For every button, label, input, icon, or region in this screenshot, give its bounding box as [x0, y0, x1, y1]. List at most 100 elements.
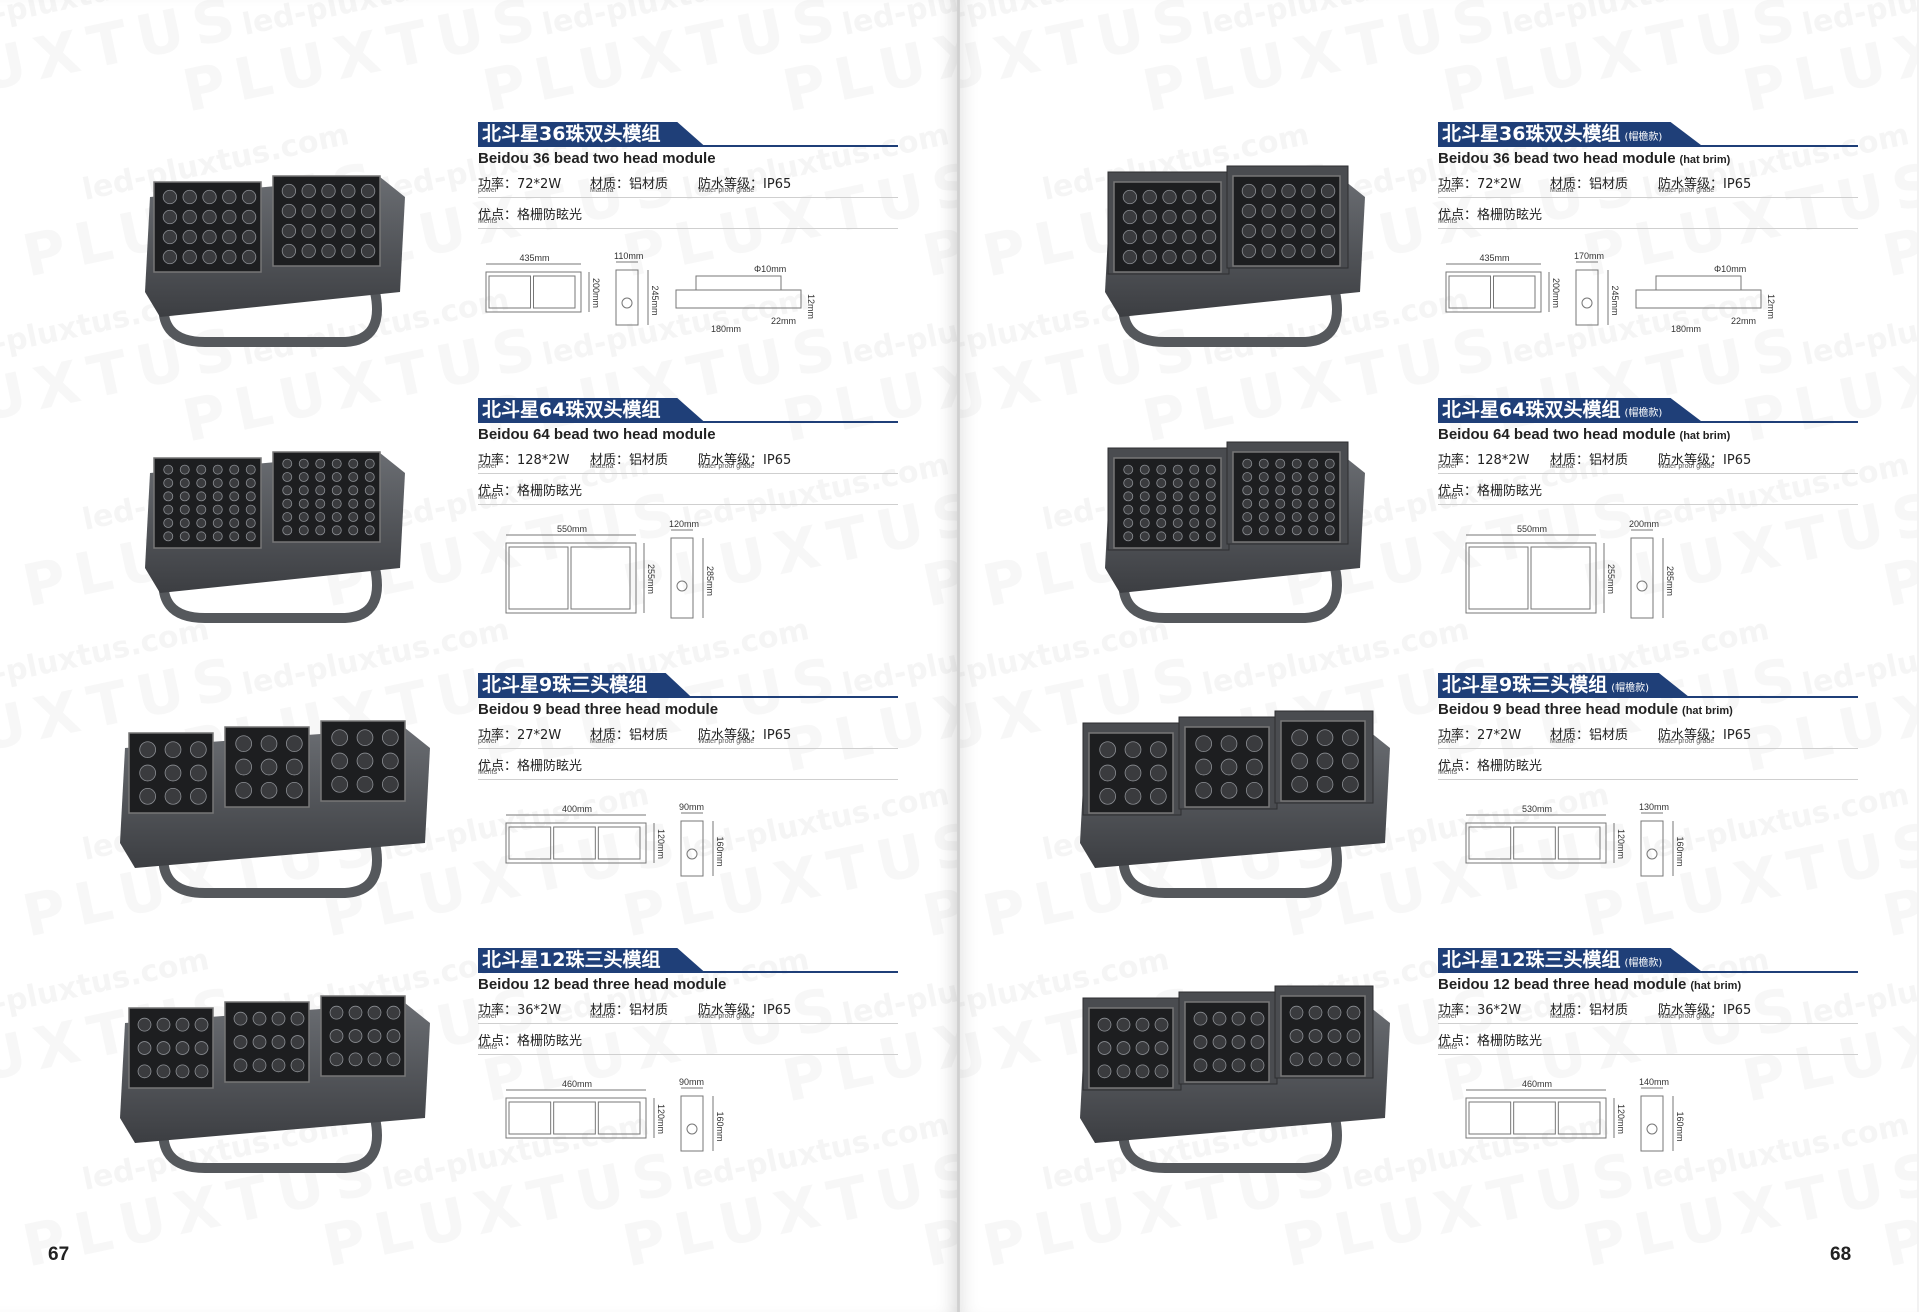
- led-bead: [348, 1029, 363, 1043]
- bracket-width-label: 180mm: [1671, 324, 1701, 334]
- front-view-head: [553, 826, 596, 860]
- led-bead: [1327, 1005, 1342, 1020]
- led-bead: [1291, 472, 1302, 482]
- led-bead: [1193, 1011, 1208, 1026]
- product-photo-illustration: [1080, 710, 1390, 898]
- width-dimension-label: 400mm: [562, 804, 592, 814]
- led-bead: [367, 1029, 382, 1043]
- material-label: 材质：: [590, 728, 630, 743]
- title-bar: 北斗星9珠三头模组: [478, 673, 898, 698]
- led-bead: [348, 472, 359, 482]
- material-spec: 材质：铝材质: [1550, 999, 1628, 1018]
- led-bead: [1346, 1029, 1361, 1043]
- led-bead: [1139, 518, 1150, 528]
- spec-panel: 北斗星64珠双头模组(帽檐款)Beidou 64 bead two head m…: [1438, 398, 1858, 619]
- led-bead: [1301, 243, 1316, 259]
- side-view-pivot: [1646, 848, 1658, 860]
- waterproof-value: IP65: [1723, 177, 1752, 192]
- height-dimension-label: 200mm: [591, 278, 601, 308]
- led-bead: [179, 518, 190, 528]
- width-dimension-label: 550mm: [557, 524, 587, 534]
- led-bead: [1150, 741, 1167, 759]
- led-bead: [179, 504, 190, 515]
- led-bead: [1289, 1029, 1304, 1043]
- led-bead: [281, 183, 297, 199]
- power-label: 功率：: [1438, 177, 1478, 192]
- led-bead: [331, 512, 342, 522]
- led-bead: [196, 531, 207, 542]
- led-bead: [321, 183, 336, 199]
- led-bead: [315, 485, 326, 496]
- led-bead: [364, 512, 375, 522]
- led-bead: [235, 735, 253, 753]
- led-bead: [282, 485, 293, 496]
- title-bar: 北斗星36珠双头模组(帽檐款): [1438, 122, 1858, 147]
- led-bead: [382, 776, 399, 793]
- spec-panel: 北斗星36珠双头模组(帽檐款)Beidou 36 bead two head m…: [1438, 122, 1858, 334]
- led-bead: [341, 223, 356, 239]
- title-underline: [478, 421, 898, 423]
- led-bead: [162, 249, 178, 265]
- led-bead: [282, 512, 293, 522]
- product-title-zh-text: 北斗星12珠三头模组: [1442, 949, 1621, 971]
- led-bead: [1308, 1052, 1323, 1067]
- merits-value: 格栅防眩光: [517, 1034, 583, 1049]
- led-bead: [1099, 764, 1117, 782]
- led-bead: [1291, 485, 1302, 496]
- led-bead: [245, 464, 256, 475]
- product-photo: [1055, 968, 1395, 1178]
- material-spec: 材质：铝材质: [1550, 724, 1628, 743]
- waterproof-label-en: Water proof grade: [1658, 463, 1715, 470]
- led-bead: [1156, 478, 1167, 488]
- led-bead: [1320, 183, 1336, 199]
- waterproof-label-en: Water proof grade: [1658, 187, 1715, 194]
- led-bead: [281, 243, 297, 259]
- led-bead: [162, 189, 178, 205]
- merits-value: 格栅防眩光: [1477, 1034, 1543, 1049]
- product-title-en-text: Beidou 9 bead three head module: [1438, 701, 1679, 718]
- height-dimension-label: 255mm: [646, 564, 656, 594]
- merits-label-en: Merits: [1438, 769, 1458, 776]
- product-title-en: Beidou 64 bead two head module: [478, 426, 898, 443]
- power-value: 72*2W: [517, 177, 562, 192]
- led-bead: [1327, 1029, 1342, 1043]
- watermark-url: led-pluxtus.com: [0, 0, 212, 43]
- product-photo-illustration: [145, 451, 405, 623]
- front-view-head: [570, 546, 631, 610]
- led-bead: [1122, 229, 1138, 245]
- led-bead: [139, 741, 157, 759]
- total-height-dimension-label: 285mm: [705, 566, 715, 596]
- led-bead: [1150, 788, 1167, 805]
- led-bead: [1220, 758, 1238, 776]
- led-bead: [364, 525, 375, 536]
- led-bead: [1250, 1035, 1265, 1049]
- led-bead: [1156, 518, 1167, 528]
- led-bead: [241, 229, 257, 245]
- material-label-en: Materia: [590, 463, 614, 470]
- led-bead: [360, 223, 376, 239]
- led-bead: [1212, 1058, 1227, 1073]
- led-bead: [1139, 491, 1150, 502]
- hat-brim-tag-zh: (帽檐款): [1624, 408, 1663, 419]
- led-bead: [1291, 776, 1309, 793]
- led-bead: [179, 464, 190, 475]
- top-view-fins: [695, 275, 782, 291]
- hole-diameter-label: Φ10mm: [754, 264, 786, 274]
- width-dimension-label: 435mm: [1480, 253, 1510, 263]
- catalog-page-left: PLUXTUSled-pluxtus.comPLUXTUSled-pluxtus…: [0, 0, 957, 1312]
- led-bead: [196, 491, 207, 502]
- led-bead: [1346, 1052, 1361, 1067]
- material-value: 铝材质: [1589, 453, 1629, 468]
- total-height-dimension-label: 285mm: [1665, 566, 1675, 596]
- material-spec: 材质：铝材质: [1550, 173, 1628, 192]
- led-bead: [1135, 1064, 1150, 1079]
- mount-bracket: [1118, 290, 1342, 347]
- material-label: 材质：: [590, 453, 630, 468]
- led-bead: [233, 1035, 248, 1049]
- led-bead: [341, 183, 356, 199]
- led-bead: [1258, 512, 1269, 522]
- led-bead: [163, 518, 174, 528]
- led-bead: [229, 504, 240, 515]
